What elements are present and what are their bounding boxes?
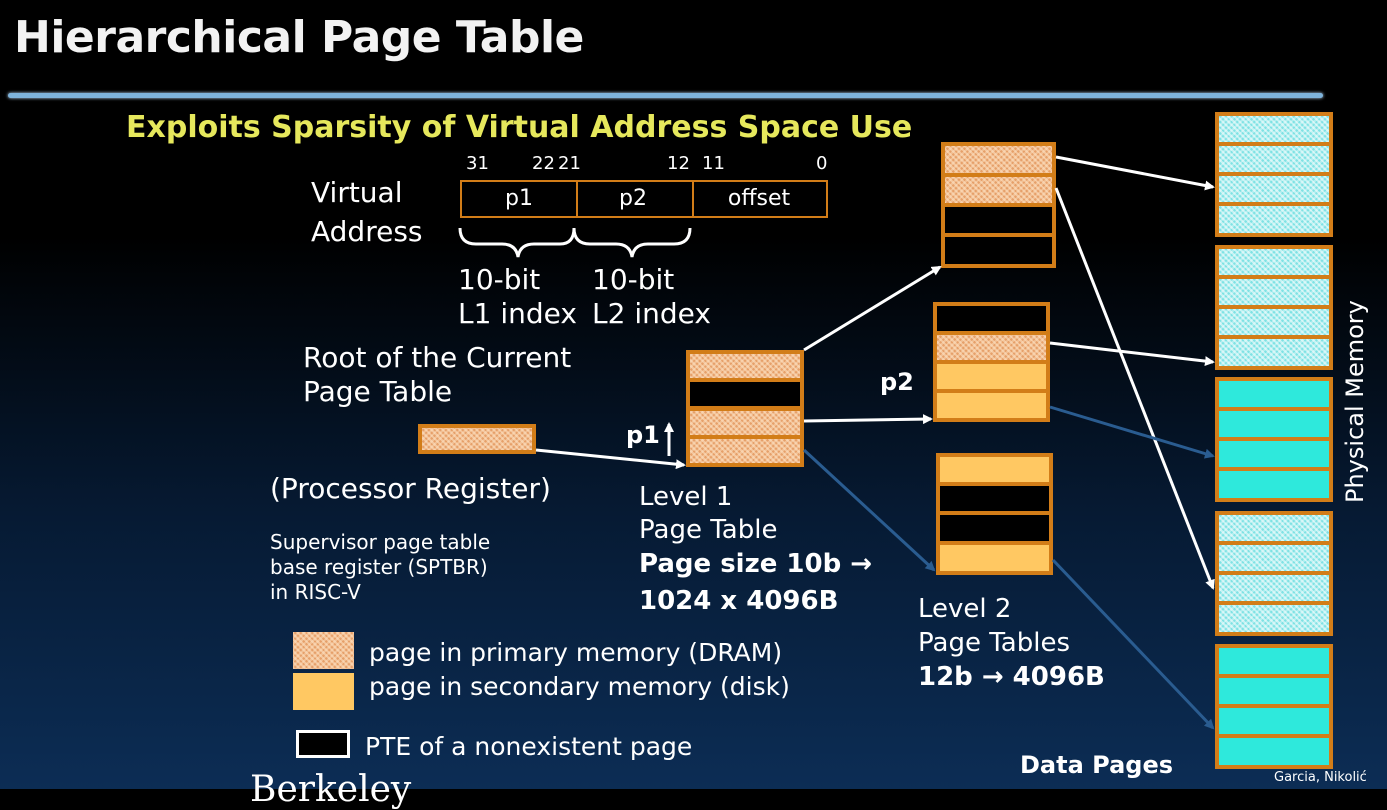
credit: Garcia, Nikolić [1274, 770, 1367, 785]
level2-table-c [936, 453, 1053, 575]
l2-index-label: L2 index [592, 297, 711, 330]
root-label-1: Root of the Current [303, 341, 572, 374]
bit-21: 21 [558, 153, 581, 174]
processor-register-label: (Processor Register) [270, 472, 551, 505]
level2-label-2: Page Tables [918, 628, 1070, 658]
diagram-arrows [458, 155, 1215, 730]
level2b-to-memory3-arrow [1049, 405, 1215, 459]
level1-to-level2a-arrow [803, 265, 942, 352]
bit-12: 12 [667, 153, 690, 174]
l2-index-bits: 10-bit [592, 263, 675, 296]
l1-index-bits: 10-bit [458, 263, 541, 296]
memory-page-4 [1215, 511, 1333, 636]
sptbr-note-3: in RISC-V [270, 580, 361, 604]
level1-pte-3 [686, 435, 804, 467]
level2a-pte-3 [941, 233, 1056, 268]
field-p1: p1 [460, 180, 578, 218]
level1-pte-2 [686, 407, 804, 439]
level1-label-2: Page Table [639, 515, 778, 545]
sptbr-note-2: base register (SPTBR) [270, 555, 488, 579]
level2b-pte-3 [933, 389, 1050, 422]
processor-register [418, 424, 536, 454]
legend-dram-label: page in primary memory (DRAM) [369, 638, 783, 667]
l1-index-brace [458, 227, 576, 258]
memory-page-5 [1215, 644, 1333, 769]
level2a-to-memory1-arrow [1055, 155, 1215, 191]
level2-table-b [933, 302, 1050, 422]
legend-dram-swatch [293, 632, 354, 669]
legend-disk-label: page in secondary memory (disk) [369, 672, 790, 701]
level2-label-1: Level 2 [918, 594, 1012, 624]
level2a-to-memory4-arrow [1054, 187, 1215, 590]
legend-disk-swatch [293, 673, 354, 710]
level1-size-2: 1024 x 4096B [639, 586, 839, 616]
memory-page-1 [1215, 112, 1333, 237]
level2a-pte-0 [941, 142, 1056, 177]
level1-size-1: Page size 10b → [639, 549, 873, 579]
bit-31: 31 [466, 153, 489, 174]
level2b-pte-2 [933, 360, 1050, 393]
level1-to-level2b-arrow [803, 414, 933, 425]
field-offset: offset [692, 180, 828, 218]
bit-11: 11 [702, 153, 725, 174]
virtual-address-label-2: Address [311, 215, 423, 248]
subtitle: Exploits Sparsity of Virtual Address Spa… [126, 110, 913, 145]
legend-nonexistent-swatch [296, 730, 350, 758]
title-underline [8, 93, 1323, 98]
p1-pointer-label: p1 [626, 421, 660, 449]
level2b-pte-0 [933, 302, 1050, 335]
legend-nonexistent-label: PTE of a nonexistent page [365, 732, 693, 761]
l1-index-label: L1 index [458, 297, 577, 330]
level2-size: 12b → 4096B [918, 662, 1105, 692]
root-label-2: Page Table [303, 375, 453, 408]
level1-page-table [686, 350, 804, 467]
level2c-pte-3 [936, 541, 1053, 575]
level1-label-1: Level 1 [639, 482, 733, 512]
bit-0: 0 [816, 153, 828, 174]
bit-22: 22 [532, 153, 555, 174]
field-p2: p2 [574, 180, 694, 218]
memory-page-3 [1215, 377, 1333, 502]
level2c-to-memory5-arrow [1051, 558, 1215, 730]
data-pages-label: Data Pages [1020, 751, 1174, 779]
page-title: Hierarchical Page Table [14, 12, 584, 63]
memory-page-2 [1215, 245, 1333, 370]
virtual-address-label-1: Virtual [311, 176, 403, 209]
level2-table-a [941, 142, 1056, 268]
level1-to-level2c-arrow [802, 448, 936, 572]
l2-index-brace [572, 227, 692, 258]
p2-pointer-label: p2 [880, 368, 914, 396]
root-to-level1-arrow [535, 448, 686, 470]
level2b-to-memory2-arrow [1049, 341, 1215, 367]
sptbr-note-1: Supervisor page table [270, 530, 491, 554]
